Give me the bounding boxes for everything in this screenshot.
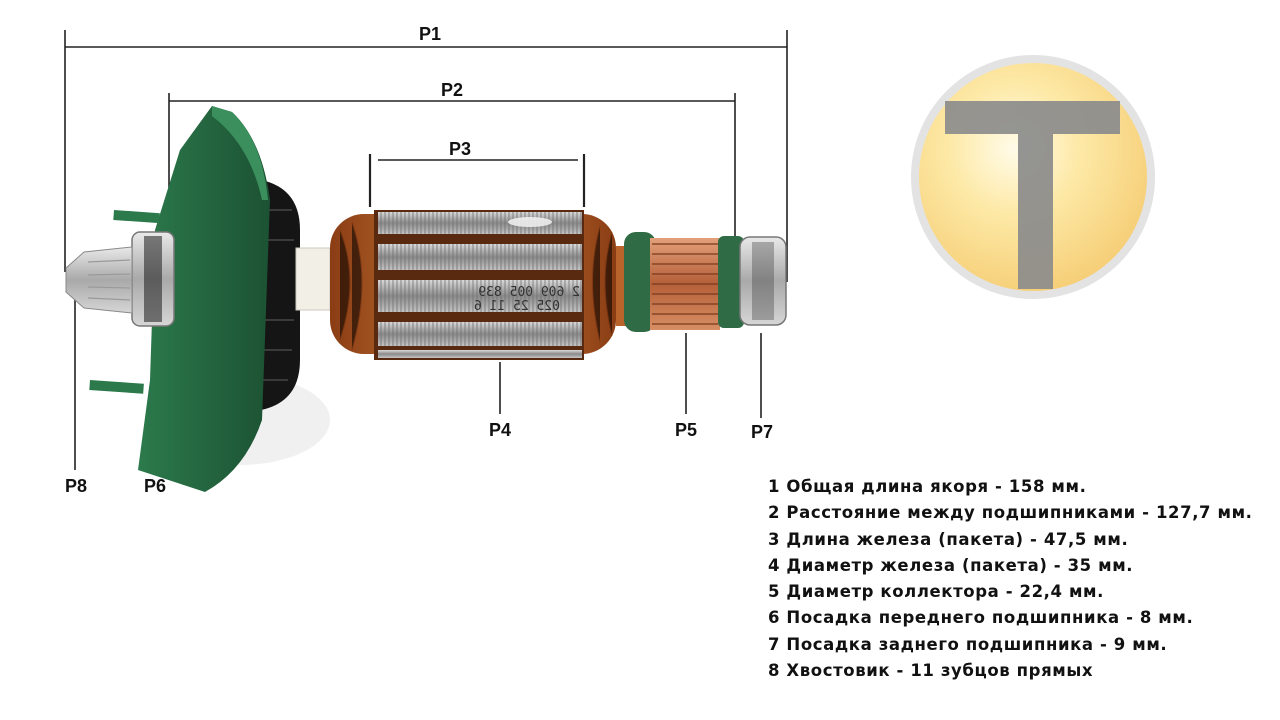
shank-pinion <box>65 246 133 314</box>
label-p7: P7 <box>751 422 773 442</box>
armature: 2 609 005 839 025 25 11 6 <box>65 106 787 492</box>
commutator-insulator <box>624 232 656 332</box>
logo <box>911 55 1155 299</box>
label-p5: P5 <box>675 420 697 440</box>
legend-item-2: 2 Расстояние между подшипниками - 127,7 … <box>768 503 1253 523</box>
label-p4: P4 <box>489 420 511 440</box>
legend-item-3: 3 Длина железа (пакета) - 47,5 мм. <box>768 529 1129 549</box>
specifications-legend: 1 Общая длина якоря - 158 мм. 2 Расстоян… <box>768 474 1273 684</box>
label-p2: P2 <box>441 80 463 100</box>
legend-item-5: 5 Диаметр коллектора - 22,4 мм. <box>768 582 1104 602</box>
label-p8: P8 <box>65 476 87 496</box>
legend-item-4: 4 Диаметр железа (пакета) - 35 мм. <box>768 555 1134 575</box>
fan-green <box>138 106 270 492</box>
label-p3: P3 <box>449 139 471 159</box>
dimension-labels: P1 P2 P3 P4 P5 P6 P7 P8 <box>65 24 773 496</box>
t-letter-logo-icon <box>945 101 1120 289</box>
label-p6: P6 <box>144 476 166 496</box>
label-p1: P1 <box>419 24 441 44</box>
legend-item-1: 1 Общая длина якоря - 158 мм. <box>768 477 1087 496</box>
core-stamp-line1: 2 609 005 839 <box>478 285 580 300</box>
rear-bearing <box>739 236 787 326</box>
legend-item-7: 7 Посадка заднего подшипника - 9 мм. <box>768 634 1168 654</box>
fan-prong-bottom <box>89 379 144 394</box>
fan-prong-top <box>113 210 160 224</box>
legend-item-8: 8 Хвостовик - 11 зубцов прямых <box>768 661 1094 681</box>
legend-item-6: 6 Посадка переднего подшипника - 8 мм. <box>768 608 1194 628</box>
rear-ring <box>718 236 744 328</box>
core-stamp-line2: 025 25 11 6 <box>474 299 560 314</box>
